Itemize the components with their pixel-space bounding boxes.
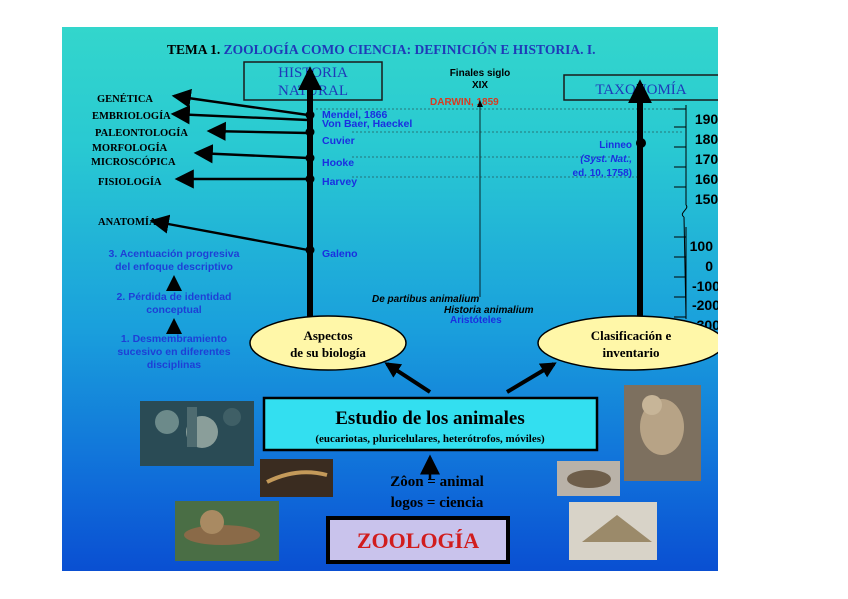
clasificacion-line1: Clasificación e bbox=[591, 328, 672, 343]
discipline-embriologia: EMBRIOLOGÍA bbox=[92, 110, 171, 122]
finales-siglo-label: Finales siglo bbox=[450, 68, 511, 79]
linneo-labels: Linneo (Syst. Nat., ed. 10, 1758) bbox=[573, 140, 632, 179]
stage3-line1: 3. Acentuación progresiva bbox=[109, 248, 240, 260]
zoologia-title: ZOOLOGÍA bbox=[357, 528, 479, 553]
linneo-work: (Syst. Nat., bbox=[580, 154, 632, 165]
aristoteles-label: Aristóteles bbox=[450, 315, 502, 326]
finales-xix-label: XIX bbox=[472, 80, 488, 91]
estudio-subtitle: (eucariotas, pluricelulares, heterótrofo… bbox=[315, 433, 545, 445]
branch-arrows bbox=[387, 364, 554, 392]
de-partibus-label: De partibus animalium bbox=[372, 294, 479, 305]
aspectos-oval bbox=[250, 316, 406, 370]
stage3-line2: del enfoque descriptivo bbox=[115, 261, 233, 273]
clasificacion-oval bbox=[538, 316, 718, 370]
zoology-diagram: TEMA 1. ZOOLOGÍA COMO CIENCIA: DEFINICIÓ… bbox=[62, 27, 718, 571]
scientist-harvey: Harvey bbox=[322, 176, 357, 188]
photo-trilobite bbox=[557, 461, 620, 496]
photo-moth bbox=[569, 502, 657, 560]
time-axis bbox=[674, 105, 687, 319]
logos-label: logos = ciencia bbox=[391, 495, 484, 511]
slide-background: TEMA 1. ZOOLOGÍA COMO CIENCIA: DEFINICIÓ… bbox=[62, 27, 718, 571]
year-minus-200: -200 bbox=[692, 297, 718, 313]
year-1700: 1700 bbox=[695, 151, 718, 167]
discipline-microscopica: MICROSCÓPICA bbox=[91, 156, 176, 168]
aspectos-line2: de su biología bbox=[290, 345, 366, 360]
year-1800: 1800 bbox=[695, 131, 718, 147]
scientist-labels: Mendel, 1866 Von Baer, Haeckel Cuvier Ho… bbox=[322, 109, 412, 260]
page-title: TEMA 1. ZOOLOGÍA COMO CIENCIA: DEFINICIÓ… bbox=[167, 42, 595, 57]
photo-coral bbox=[140, 401, 254, 466]
photo-snail bbox=[175, 501, 279, 561]
stage1-line1: 1. Desmembramiento bbox=[121, 333, 227, 345]
year-0: 0 bbox=[705, 258, 713, 274]
year-labels: 1900 1800 1700 1600 1500 100 0 -100 -200… bbox=[690, 111, 718, 333]
discipline-arrows bbox=[152, 96, 308, 250]
stage-texts: 3. Acentuación progresiva del enfoque de… bbox=[109, 248, 240, 371]
year-minus-100: -100 bbox=[692, 278, 718, 294]
discipline-anatomia: ANATOMÍA bbox=[98, 216, 157, 228]
scientist-vonbaer: Von Baer, Haeckel bbox=[322, 118, 412, 130]
scientist-cuvier: Cuvier bbox=[322, 135, 355, 147]
stage1-line3: disciplinas bbox=[147, 359, 201, 371]
photo-centipede bbox=[260, 459, 333, 497]
zoon-label: Zôon = animal bbox=[390, 474, 484, 490]
discipline-morfologia: MORFOLOGÍA bbox=[92, 142, 168, 154]
clasificacion-line2: inventario bbox=[602, 345, 659, 360]
year-1600: 1600 bbox=[695, 171, 718, 187]
scientist-hooke: Hooke bbox=[322, 157, 354, 169]
scientist-galeno: Galeno bbox=[322, 248, 358, 260]
discipline-genetica: GENÉTICA bbox=[97, 93, 153, 105]
photo-lynx bbox=[624, 385, 701, 481]
stage2-line1: 2. Pérdida de identidad bbox=[117, 291, 232, 303]
stage1-line2: sucesivo en diferentes bbox=[117, 346, 230, 358]
linneo-name: Linneo bbox=[599, 140, 632, 151]
historia-label-1: HISTORIA bbox=[278, 65, 348, 81]
estudio-title: Estudio de los animales bbox=[335, 408, 525, 429]
stage2-line2: conceptual bbox=[146, 304, 202, 316]
discipline-paleontologia: PALEONTOLOGÍA bbox=[95, 127, 188, 139]
year-1500: 1500 bbox=[695, 191, 718, 207]
darwin-label: DARWIN, 1859 bbox=[430, 97, 499, 108]
year-1900: 1900 bbox=[695, 111, 718, 127]
discipline-fisiologia: FISIOLOGÍA bbox=[98, 176, 162, 188]
aspectos-line1: Aspectos bbox=[303, 328, 352, 343]
linneo-edition: ed. 10, 1758) bbox=[573, 168, 632, 179]
year-100: 100 bbox=[690, 238, 714, 254]
